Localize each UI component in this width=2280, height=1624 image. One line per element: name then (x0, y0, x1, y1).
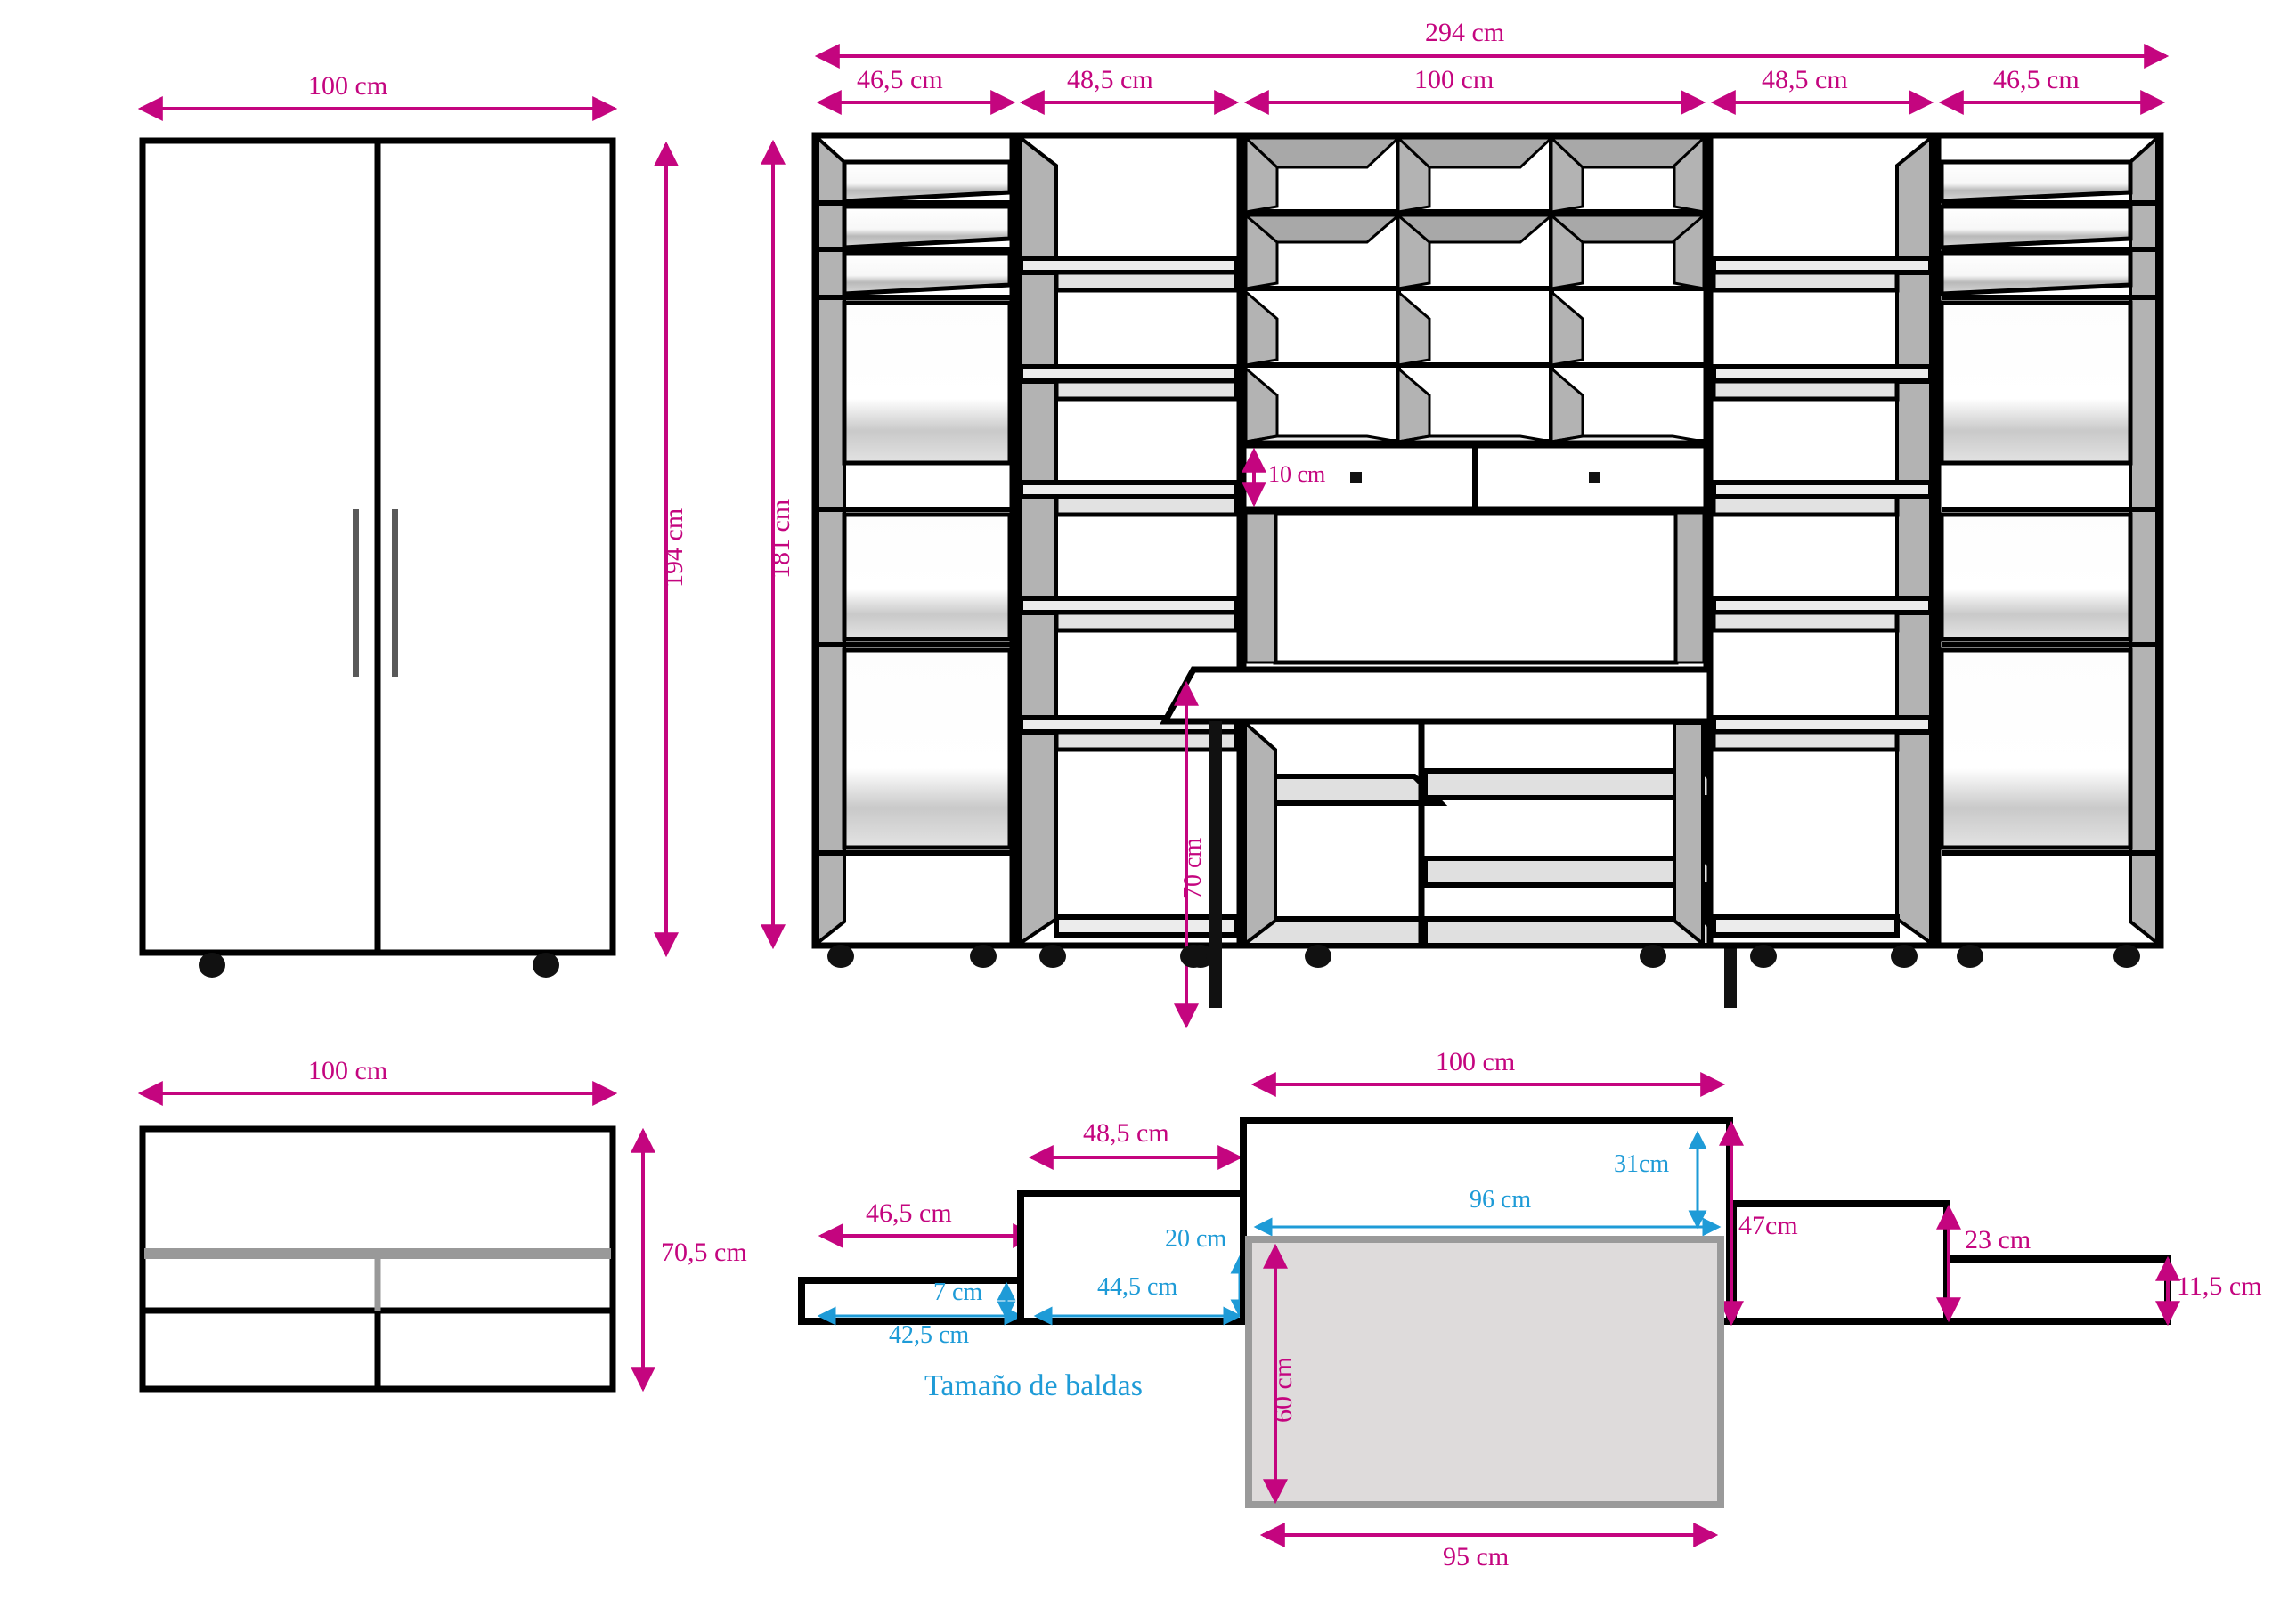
wardrobe-height-label: 194 cm (659, 508, 688, 588)
shelf3-height-label: 31cm (1614, 1150, 1670, 1178)
desk-top (1160, 666, 1787, 725)
shelf3-outer-width-label: 100 cm (1436, 1047, 1516, 1076)
shelf1-height-label: 7 cm (933, 1279, 983, 1306)
shelf-sizes-diagram (798, 1072, 2180, 1547)
shelf4-height-label: 47cm (1738, 1211, 1798, 1240)
topview-depth-label: 70,5 cm (661, 1238, 747, 1267)
shelf1-outer-width-label: 46,5 cm (866, 1198, 952, 1228)
shelving-unit-elevation (761, 44, 2170, 1029)
shelf5-height-label: 23 cm (1965, 1225, 2032, 1255)
wardrobe-front-view (137, 96, 679, 978)
drawer-height-label: 10 cm (1268, 461, 1326, 487)
shelf2-inner-width-label: 44,5 cm (1097, 1273, 1178, 1301)
shelf1-inner-width-label: 42,5 cm (889, 1321, 970, 1349)
desk-board-height-label: 60 cm (1268, 1356, 1298, 1423)
module-width-5-label: 46,5 cm (1993, 65, 2080, 94)
desk-board-width-label: 95 cm (1443, 1542, 1510, 1571)
shelf-sizes-caption: Tamaño de baldas (924, 1369, 1143, 1402)
module-center (1160, 132, 1787, 1029)
module-left-narrow (811, 132, 1016, 968)
drawer-pair (1240, 442, 1710, 513)
module-left-mid (1014, 132, 1243, 968)
shelf2-outer-width-label: 48,5 cm (1083, 1118, 1169, 1148)
unit-total-height-label: 181 cm (766, 499, 795, 579)
unit-total-width-label: 294 cm (1425, 18, 1505, 47)
module-width-3-label: 100 cm (1414, 65, 1494, 94)
module-width-2-label: 48,5 cm (1067, 65, 1153, 94)
wardrobe-top-view (137, 1081, 656, 1393)
module-width-1-label: 46,5 cm (857, 65, 943, 94)
shelf6-height-label: 11,5 cm (2177, 1271, 2262, 1301)
shelf3-inner-width-label: 96 cm (1470, 1186, 1532, 1214)
desk-height-label: 70 cm (1179, 837, 1207, 899)
module-right-mid (1706, 132, 1936, 968)
wardrobe-width-label: 100 cm (308, 71, 388, 101)
shelf2-height-label: 20 cm (1165, 1225, 1227, 1253)
topview-width-label: 100 cm (308, 1056, 388, 1085)
module-width-4-label: 48,5 cm (1762, 65, 1848, 94)
module-right-narrow (1934, 132, 2164, 968)
